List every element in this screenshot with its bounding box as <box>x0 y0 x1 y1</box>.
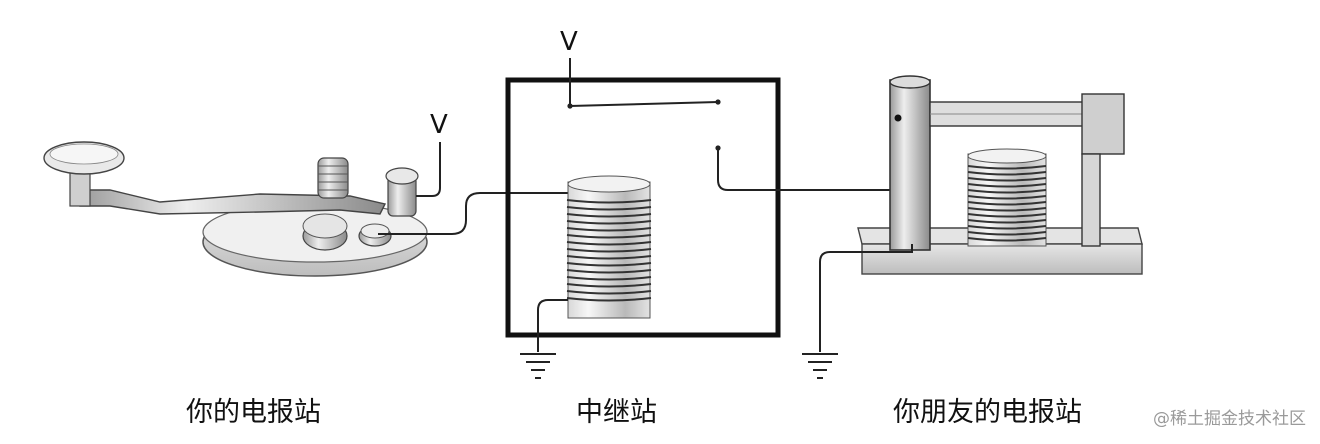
coil-winding <box>566 262 652 267</box>
coil-winding <box>967 195 1047 200</box>
relay-voltage-label: V <box>560 27 578 57</box>
coil-winding <box>967 231 1047 236</box>
coil-winding <box>566 213 652 218</box>
coil-winding <box>967 171 1047 176</box>
coil-winding <box>566 199 652 204</box>
coil-winding <box>967 165 1047 170</box>
signal-wire-relay-to-sounder <box>717 150 892 191</box>
coil-winding <box>967 225 1047 230</box>
key-voltage-wire <box>416 142 441 197</box>
watermark: @稀土掘金技术社区 <box>1153 409 1306 429</box>
sounder-ground-wire <box>819 244 913 352</box>
coil-winding <box>566 206 652 211</box>
coil-winding <box>967 207 1047 212</box>
relay-coil <box>566 175 652 319</box>
coil-winding <box>566 255 652 260</box>
coil-winding <box>566 297 652 302</box>
caption-relay-station: 中继站 <box>576 397 657 428</box>
sounder-ground-icon <box>802 353 838 379</box>
caption-your-station: 你的电报站 <box>186 397 321 428</box>
coil-winding <box>566 283 652 288</box>
coil-winding <box>566 269 652 274</box>
coil-winding <box>967 201 1047 206</box>
coil-winding <box>967 213 1047 218</box>
coil-winding <box>967 237 1047 242</box>
coil-winding <box>967 177 1047 182</box>
coil-winding <box>566 248 652 253</box>
relay-ground-wire <box>537 299 568 352</box>
relay-station-box <box>505 77 781 338</box>
relay-switch <box>567 58 721 151</box>
relay-ground-icon <box>520 353 556 379</box>
coil-winding <box>566 241 652 246</box>
coil-winding <box>566 234 652 239</box>
telegraph-key <box>43 141 428 277</box>
coil-winding <box>566 290 652 295</box>
coil-winding <box>566 227 652 232</box>
signal-wire-key-to-relay <box>378 192 568 235</box>
coil-winding <box>967 189 1047 194</box>
key-voltage-label: V <box>430 110 448 140</box>
coil-winding <box>967 183 1047 188</box>
coil-winding <box>967 219 1047 224</box>
coil-winding <box>566 276 652 281</box>
coil-winding <box>566 220 652 225</box>
sounder <box>857 75 1143 275</box>
caption-friend-station: 你朋友的电报站 <box>893 397 1082 428</box>
